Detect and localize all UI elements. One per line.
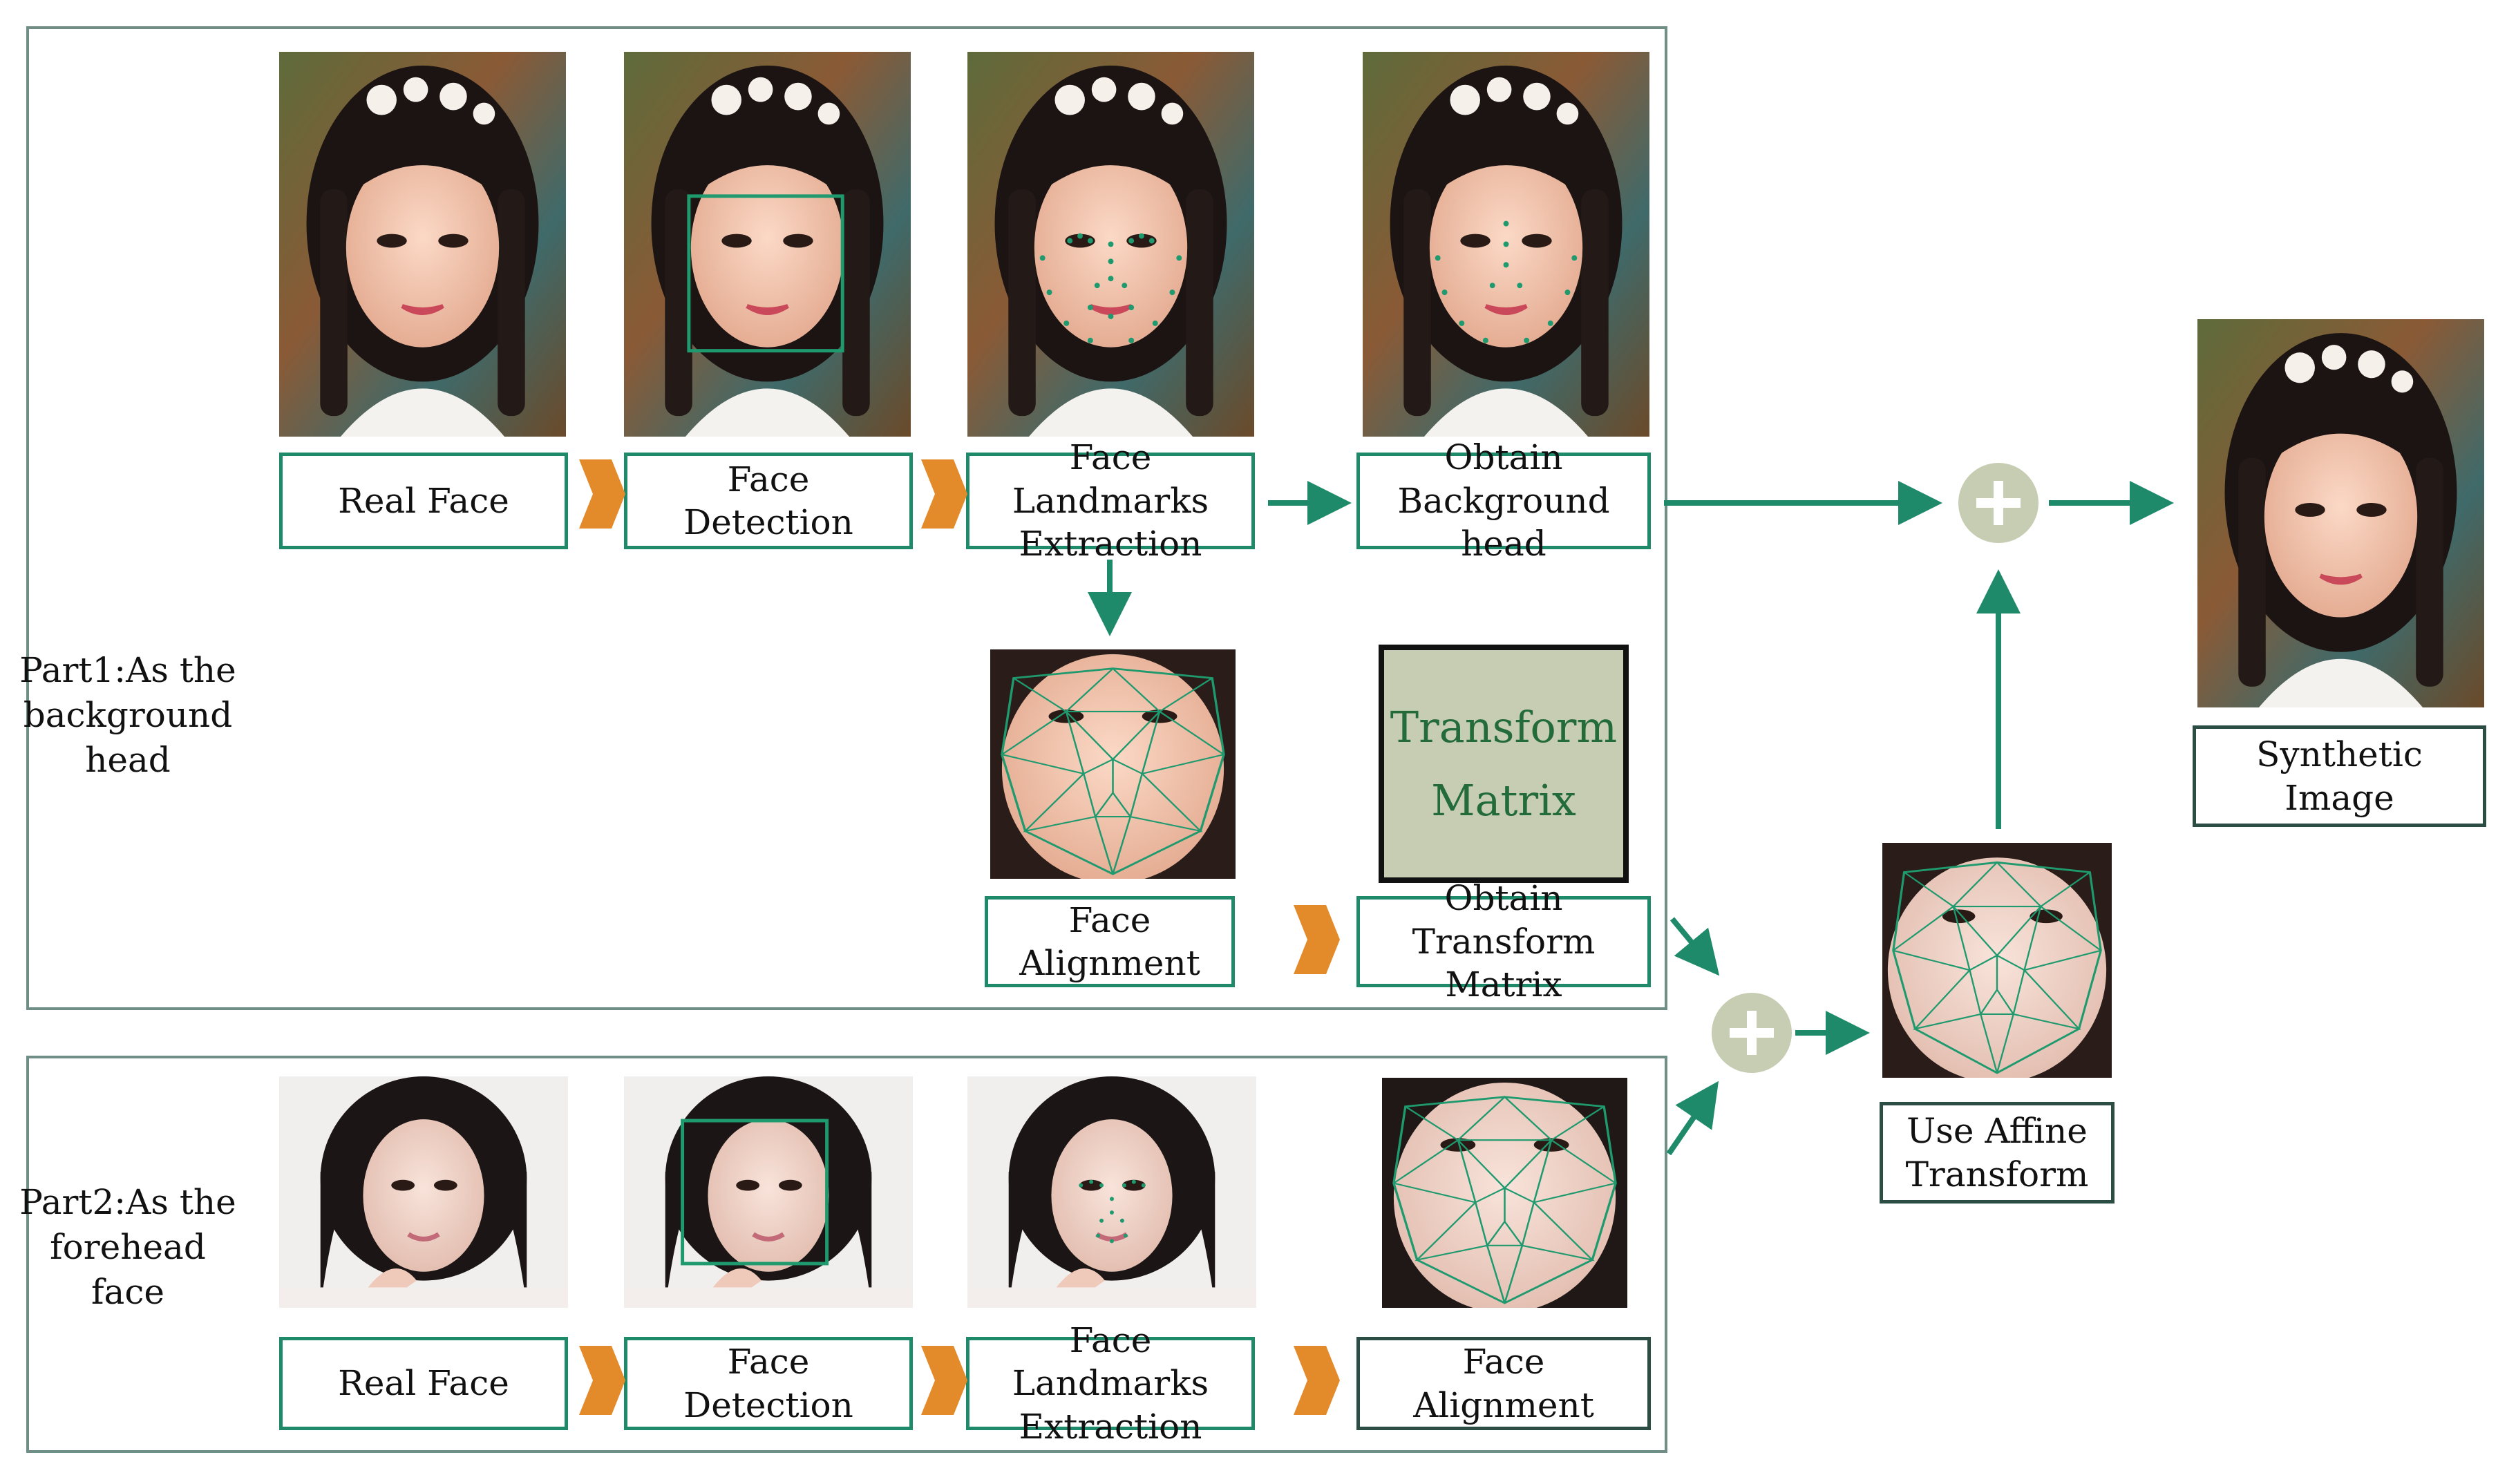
step-label: Face Landmarks <box>1012 437 1209 521</box>
step-label: Obtain <box>1444 878 1563 919</box>
step-label: Detection <box>683 502 853 542</box>
background-head-photo-svg <box>1363 52 1649 437</box>
face-alignment-photo-2 <box>1382 1078 1627 1308</box>
step-label: Face <box>727 459 810 500</box>
transform-matrix-box: Transform Matrix <box>1379 645 1629 883</box>
landmarks-photo-1-svg <box>967 52 1254 437</box>
step-label: Detection <box>683 1385 853 1425</box>
landmarks-photo-1 <box>967 52 1254 437</box>
face-detection-photo-1-svg <box>624 52 911 437</box>
part2-label-line: face <box>91 1272 164 1312</box>
step-landmarks-1: Face Landmarks Extraction <box>966 437 1255 564</box>
detection-box <box>681 1119 829 1266</box>
part1-label: Part1:As the background head <box>14 648 242 783</box>
affine-transform-photo <box>1882 843 2112 1078</box>
real-face-photo-2 <box>279 1076 568 1308</box>
transform-matrix-line: Transform <box>1390 702 1618 753</box>
step-label: Face <box>1068 900 1151 940</box>
step-label: Background head <box>1397 480 1610 564</box>
step-face-detection-2: Face Detection <box>624 1337 913 1430</box>
landmarks-photo-2-svg <box>967 1076 1256 1308</box>
step-label: Alignment <box>1413 1385 1594 1425</box>
step-real-face-2: Real Face <box>279 1337 568 1430</box>
part1-panel <box>26 26 1667 1010</box>
step-label: Transform Matrix <box>1412 921 1596 1005</box>
step-obtain-background-head: Obtain Background head <box>1356 437 1651 564</box>
green-arrow-icon <box>1666 1081 1719 1156</box>
step-label: Image <box>2284 777 2394 818</box>
face-detection-photo-1 <box>624 52 911 437</box>
step-synthetic-image: Synthetic Image <box>2193 725 2486 827</box>
plus-circle-icon <box>1958 463 2038 543</box>
detection-box <box>687 194 844 353</box>
step-label: Face Landmarks <box>1012 1320 1209 1404</box>
step-obtain-transform-matrix: Obtain Transform Matrix <box>1356 878 1651 1005</box>
step-label: Face <box>727 1342 810 1382</box>
green-arrow-icon <box>1669 917 1720 976</box>
step-label: Obtain <box>1444 437 1563 478</box>
step-face-alignment-1: Face Alignment <box>985 896 1235 987</box>
part2-label: Part2:As the forehead face <box>14 1180 242 1315</box>
face-detection-photo-2 <box>624 1076 913 1308</box>
synthetic-image-photo <box>2197 319 2484 707</box>
step-face-detection-1: Face Detection <box>624 453 913 549</box>
step-label: Face <box>1462 1342 1545 1382</box>
step-label: Transform <box>1905 1154 2089 1195</box>
face-detection-photo-2-svg <box>624 1076 913 1308</box>
step-use-affine-transform: Use Affine Transform <box>1880 1102 2115 1204</box>
part1-label-line: Part1:As the <box>19 650 236 690</box>
step-label: Real Face <box>338 480 509 521</box>
real-face-photo-1-svg <box>279 52 566 437</box>
step-label: Synthetic <box>2256 734 2423 774</box>
step-label: Extraction <box>1019 524 1202 564</box>
part2-label-line: forehead <box>50 1227 206 1267</box>
landmarks-photo-2 <box>967 1076 1256 1308</box>
face-alignment-photo-1-svg <box>990 649 1236 879</box>
part1-label-line: head <box>85 740 171 780</box>
step-face-alignment-2: Face Alignment <box>1356 1337 1651 1430</box>
background-head-photo <box>1363 52 1649 437</box>
transform-matrix-line: Matrix <box>1431 774 1576 826</box>
step-label: Alignment <box>1019 943 1200 983</box>
real-face-photo-1 <box>279 52 566 437</box>
step-real-face-1: Real Face <box>279 453 568 549</box>
face-alignment-photo-2-svg <box>1382 1078 1627 1308</box>
affine-transform-photo-svg <box>1882 843 2112 1078</box>
real-face-photo-2-svg <box>279 1076 568 1308</box>
face-alignment-photo-1 <box>990 649 1236 879</box>
part2-label-line: Part2:As the <box>19 1182 236 1222</box>
step-label: Real Face <box>338 1363 509 1404</box>
part1-label-line: background <box>23 695 233 735</box>
step-landmarks-2: Face Landmarks Extraction <box>966 1320 1255 1447</box>
synthetic-image-photo-svg <box>2197 319 2484 707</box>
part2-panel <box>26 1056 1667 1453</box>
step-label: Use Affine <box>1907 1111 2088 1151</box>
plus-circle-icon <box>1712 993 1792 1073</box>
step-label: Extraction <box>1019 1406 1202 1447</box>
